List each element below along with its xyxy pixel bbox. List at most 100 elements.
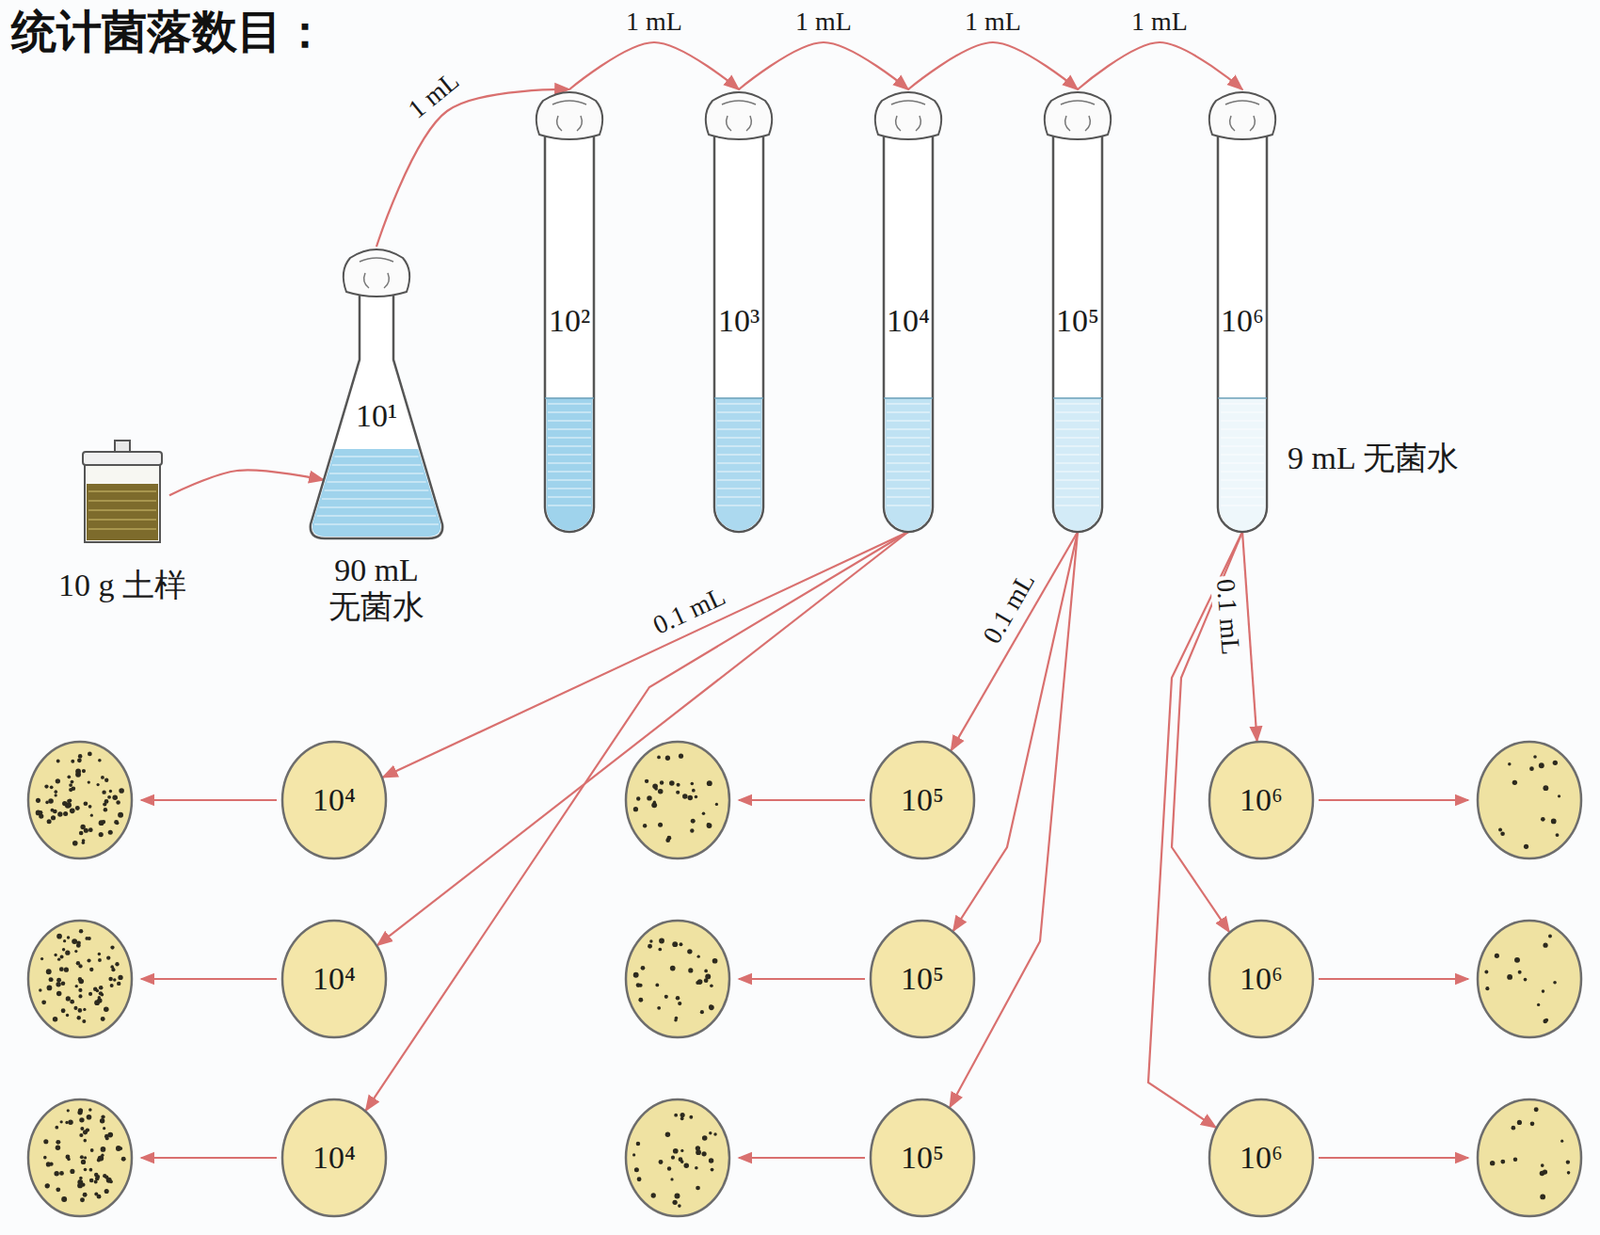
colony-dot [657, 947, 662, 952]
colony-dot [94, 1192, 98, 1197]
dilution-tube: 10² [531, 89, 608, 532]
colony-dot [52, 809, 58, 815]
volume-label: 1 mL [961, 7, 1024, 37]
colony-dot [669, 780, 675, 786]
colony-dot [61, 1008, 66, 1013]
colony-dot [81, 1019, 86, 1024]
colony-dot [634, 1167, 640, 1172]
colony-dot [116, 981, 121, 986]
culture-plate: 10⁶ [1208, 740, 1314, 860]
colony-dot [97, 758, 102, 763]
colony-dot [670, 1177, 673, 1181]
colony-dish-group [28, 741, 1582, 1216]
colony-dot [112, 795, 118, 801]
culture-arrow [141, 977, 277, 980]
volume-label: 1 mL [792, 7, 855, 37]
colony-dot [97, 958, 102, 962]
colony-dot [57, 811, 63, 816]
colony-dot [701, 1151, 706, 1156]
colony-dot [655, 983, 659, 988]
colony-dot [79, 831, 84, 836]
transfer-arrow [1242, 531, 1258, 741]
culture-plate: 10⁶ [1208, 919, 1314, 1039]
colony-dots [35, 752, 1571, 1208]
colony-dot [52, 1016, 58, 1022]
node-label: 10⁵ [900, 1138, 944, 1176]
colony-dot [78, 1107, 83, 1113]
culture-arrow [141, 799, 277, 801]
colony-dot [1540, 816, 1546, 822]
colony-dot [667, 1166, 672, 1170]
colony-dot [1560, 1139, 1564, 1143]
colony-dot [677, 1001, 682, 1006]
colony-dot [71, 938, 78, 944]
colony-dot [109, 789, 112, 793]
colony-dot [1539, 1194, 1546, 1200]
colony-dot [651, 1192, 656, 1198]
colony-dot [82, 1129, 88, 1135]
colony-dot [1566, 1159, 1570, 1164]
colony-dot [89, 967, 94, 972]
colony-dot [89, 1168, 94, 1172]
colony-dot [675, 790, 680, 795]
culture-plate: 10⁶ [1208, 1098, 1314, 1217]
colony-dot [81, 840, 86, 845]
colony-dish [28, 741, 132, 859]
colony-dot [80, 824, 85, 830]
colony-dot [47, 985, 53, 992]
colony-dot [113, 819, 119, 825]
colony-dot [1541, 989, 1546, 993]
culture-plate: 10⁵ [869, 919, 976, 1039]
colony-dot [43, 1138, 48, 1144]
colony-dot [96, 989, 100, 993]
colony-dot [108, 976, 112, 981]
colony-dot [110, 944, 114, 949]
colony-dot [657, 822, 663, 828]
colony-dot [75, 805, 80, 811]
colony-dot [672, 941, 678, 947]
volume-label: 0.1 mL [1210, 575, 1246, 659]
colony-dot [67, 1120, 73, 1125]
culture-plate: 10⁴ [281, 740, 387, 860]
colony-dot [86, 958, 91, 962]
colony-dot [73, 1006, 78, 1010]
colony-dot [59, 1170, 64, 1176]
culture-plate: 10⁴ [281, 919, 387, 1039]
colony-dot [642, 823, 647, 828]
colony-dot [1555, 832, 1560, 837]
node-label: 10⁵ [900, 960, 944, 997]
colony-dot [1557, 794, 1561, 798]
colony-dot [43, 1155, 48, 1160]
colony-dot [658, 1159, 664, 1165]
volume-label: 1 mL [1128, 7, 1191, 37]
colony-dot [97, 952, 101, 956]
node-label: 10² [548, 302, 591, 339]
colony-dot [103, 807, 109, 813]
volume-label: 9 mL 无菌水 [1287, 439, 1459, 477]
colony-dot [48, 798, 54, 804]
transfer-arrow [1077, 42, 1243, 90]
colony-dot [1551, 818, 1557, 825]
colony-dot [40, 957, 44, 960]
colony-dish [625, 741, 730, 859]
node-label: 10⁶ [1239, 1138, 1283, 1176]
node-label: 10⁶ [1239, 960, 1283, 997]
colony-dot [110, 983, 114, 988]
colony-dot [53, 789, 58, 794]
colony-dot [98, 985, 104, 991]
colony-dot [62, 947, 65, 951]
colony-dot [99, 1118, 105, 1123]
colony-dot [1498, 827, 1503, 832]
colony-dot [715, 802, 719, 806]
colony-dot [69, 1168, 75, 1174]
colony-dot [675, 995, 681, 1001]
node-label: 10⁵ [900, 781, 944, 818]
colony-dot [49, 785, 54, 790]
colony-dot [670, 965, 676, 972]
colony-dot [665, 755, 671, 761]
volume-label: 1 mL [623, 7, 686, 37]
colony-dot [673, 1113, 678, 1118]
colony-dot [75, 768, 81, 775]
colony-dot [78, 1008, 83, 1013]
